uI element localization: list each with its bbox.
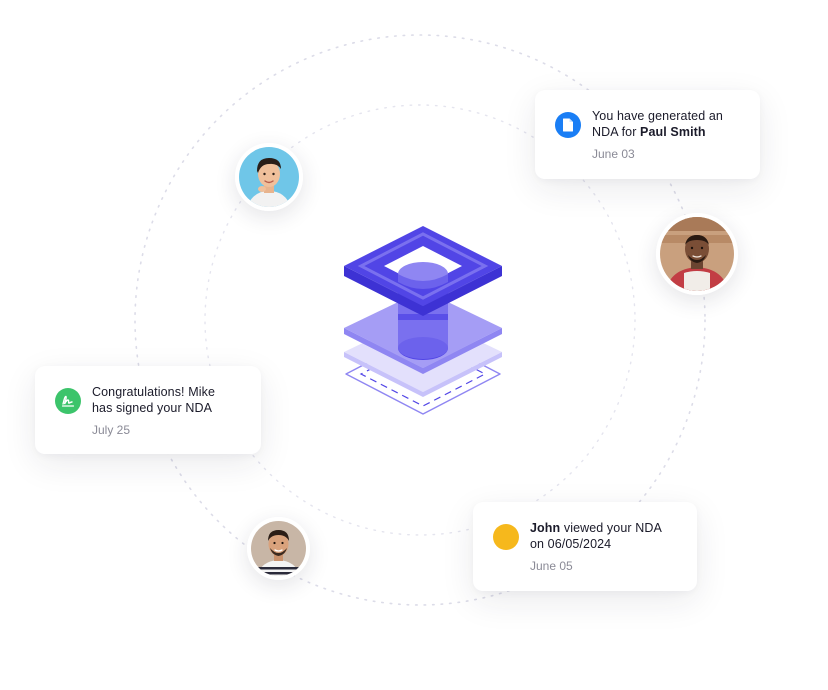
notification-card-nda-signed: Congratulations! Mike has signed your ND… [35, 366, 261, 454]
notification-text: Congratulations! Mike has signed your ND… [92, 384, 232, 437]
avatar-man-striped-shirt [247, 517, 310, 580]
platform-stack-logo [344, 226, 502, 415]
notification-card-nda-generated: You have generated an NDA for Paul Smith… [535, 90, 760, 179]
notification-message: John viewed your NDA on 06/05/2024 [530, 521, 662, 551]
notification-message: Congratulations! Mike has signed your ND… [92, 385, 215, 415]
avatar-man-apron [656, 213, 738, 295]
notification-date: July 25 [92, 423, 131, 437]
avatar-man-blue-background [235, 143, 303, 211]
notification-text: John viewed your NDA on 06/05/2024 June … [530, 520, 677, 573]
dot-icon [493, 524, 519, 550]
signature-icon [55, 388, 81, 414]
recipient-name: Paul Smith [640, 125, 706, 139]
notification-card-nda-viewed: John viewed your NDA on 06/05/2024 June … [473, 502, 697, 591]
document-icon [555, 112, 581, 138]
notification-date: June 05 [530, 559, 573, 573]
viewer-name: John [530, 521, 561, 535]
notification-message: You have generated an NDA for Paul Smith [592, 109, 723, 139]
notification-text: You have generated an NDA for Paul Smith… [592, 108, 740, 161]
notification-date: June 03 [592, 147, 635, 161]
